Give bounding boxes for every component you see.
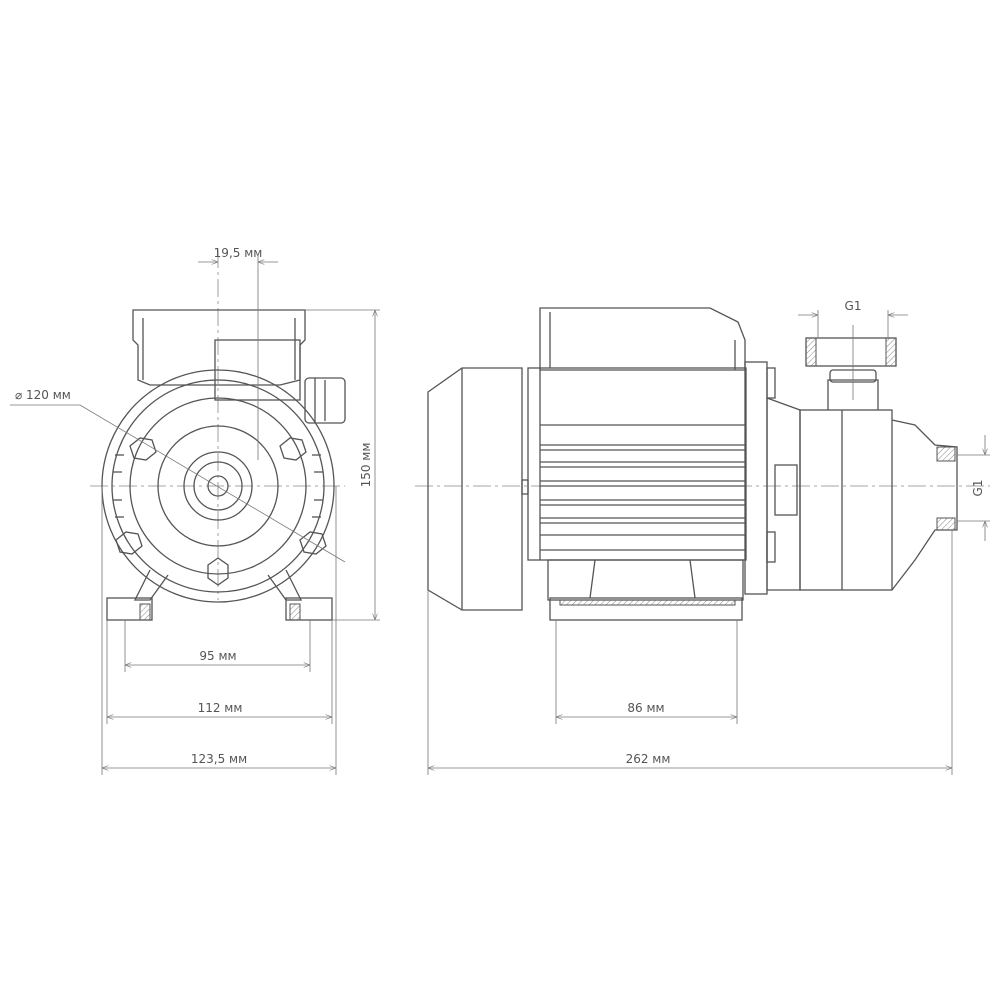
inlet-thread-label: G1 <box>971 480 985 497</box>
overall-width-label: 123,5 мм <box>191 752 247 766</box>
overall-length-label: 262 мм <box>626 752 671 766</box>
side-view: G1 G1 86 мм 262 мм <box>415 299 990 775</box>
height-label: 150 мм <box>359 443 373 488</box>
outlet-thread-label: G1 <box>845 299 862 313</box>
cooling-fins <box>540 424 745 551</box>
foot-holes-label: 95 мм <box>199 649 236 663</box>
base-width-label: 112 мм <box>198 701 243 715</box>
base-holes-label: 86 мм <box>627 701 664 715</box>
shaft-offset-label: 19,5 мм <box>214 246 263 260</box>
diameter-label: ⌀ 120 мм <box>15 388 71 402</box>
front-view: 19,5 мм ⌀ 120 мм 150 мм 95 мм 112 мм 123… <box>10 246 380 775</box>
bolt-heads <box>115 437 327 586</box>
